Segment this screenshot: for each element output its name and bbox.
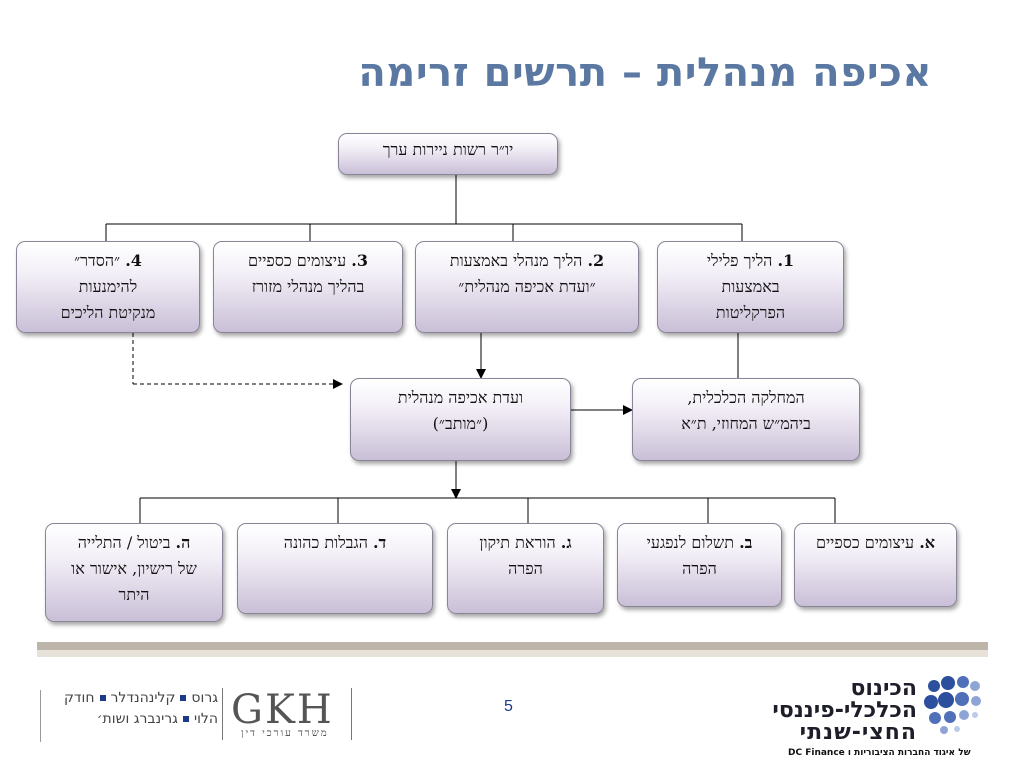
economic-dept-line2: ביהמ״ש המחוזי, ת״א [681,414,811,433]
footer-band-light [37,650,988,657]
gkh-logo: GKH משרד עורכי דין [222,688,352,740]
firm-name-kleinhendler: קלינהנדלר [110,690,176,706]
footer-band-dark [37,642,988,650]
firm-names-line1: גרוס קלינהנדלר חודק [64,690,218,706]
sanction-e-line2: של רישיון, אישור או [71,559,197,578]
committee-line1: ועדת אכיפה מנהלית [397,388,524,407]
sanction-a-monetary: א. עיצומים כספיים [794,523,957,607]
sanction-e-line3: היתר [118,585,150,604]
sanction-e-license-revocation: ה. ביטול / התלייה של רישיון, אישור או הי… [45,523,223,622]
gkh-logo-subtitle: משרד עורכי דין [241,728,329,739]
track-4-arrangement: 4. ״הסדר״ להימנעות מנקיטת הליכים [16,241,200,333]
track-4-line2: להימנעות [78,277,138,296]
root-node-isa-chairman: יו״ר רשות ניירות ערך [338,133,558,175]
sanction-c-line2: הפרה [508,559,543,578]
gkh-logo-letters: GKH [231,687,334,733]
committee-line2: (״מותב״) [432,414,489,433]
root-node-label: יו״ר רשות ניירות ערך [382,140,514,159]
sanction-c-correction-order: ג. הוראת תיקון הפרה [447,523,604,614]
track-2-line2: ״ועדת אכיפה מנהלית״ [458,277,596,296]
track-4-line3: מנקיטת הליכים [60,303,156,322]
economic-department-court: המחלקה הכלכלית, ביהמ״ש המחוזי, ת״א [632,378,860,461]
sanction-b-line1: תשלום לנפגעי [646,533,740,552]
firm-name-gross: גרוס [191,690,218,706]
sanction-e-letter: ה. [175,533,191,552]
firm-divider [40,690,41,742]
track-3-monetary-sanctions: 3. עיצומים כספיים בהליך מנהלי מזורז [213,241,403,333]
sanction-d-letter: ד. [372,533,387,552]
sanction-c-letter: ג. [560,533,572,552]
firm-name-halevy: הלוי [193,711,218,727]
firm-name-greenberg: גרינברג ושות׳ [96,711,178,727]
conference-title-line2: הכלכלי-פיננסי [772,698,917,723]
track-1-line2: באמצעות [721,277,780,296]
sanction-d-office-restrictions: ד. הגבלות כהונה [237,523,433,614]
track-2-number: 2. [587,251,605,270]
sanction-c-line1: הוראת תיקון [479,533,561,552]
economic-dept-line1: המחלקה הכלכלית, [687,388,805,407]
sanction-b-letter: ב. [739,533,753,552]
conference-title-line1: הכינוס [850,676,917,701]
sanction-a-line1: עיצומים כספיים [815,533,920,552]
sanction-b-line2: הפרה [682,559,717,578]
page-title: אכיפה מנהלית – תרשים זרימה [358,50,932,96]
track-4-number: 4. [125,251,142,270]
track-1-number: 1. [777,251,795,270]
track-4-line1: ״הסדר״ [74,251,126,270]
track-3-number: 3. [351,251,368,270]
track-2-line1: הליך מנהלי באמצעות [449,251,588,270]
track-1-criminal: 1. הליך פלילי באמצעות הפרקליטות [657,241,844,333]
track-2-administrative: 2. הליך מנהלי באמצעות ״ועדת אכיפה מנהלית… [415,241,639,333]
enforcement-committee: ועדת אכיפה מנהלית (״מותב״) [350,378,571,461]
sanction-b-victim-payment: ב. תשלום לנפגעי הפרה [617,523,782,607]
page-number: 5 [504,698,513,715]
track-3-line2: בהליך מנהלי מזורז [251,277,365,296]
conference-logo-dots-icon [924,676,981,734]
track-3-line1: עיצומים כספיים [248,251,352,270]
track-1-line3: הפרקליטות [715,303,786,322]
firm-names-line2: הלוי גרינברג ושות׳ [97,711,218,727]
conference-title-line3: החצי-שנתי [799,720,917,745]
sanction-d-line1: הגבלות כהונה [283,533,373,552]
conference-subtitle: של איגוד החברות הציבוריות ו DC Finance [788,748,971,758]
sanction-e-line1: ביטול / התלייה [77,533,176,552]
sanction-a-letter: א. [919,533,936,552]
firm-name-hodak: חודק [63,690,95,706]
track-1-line1: הליך פלילי [706,251,778,270]
